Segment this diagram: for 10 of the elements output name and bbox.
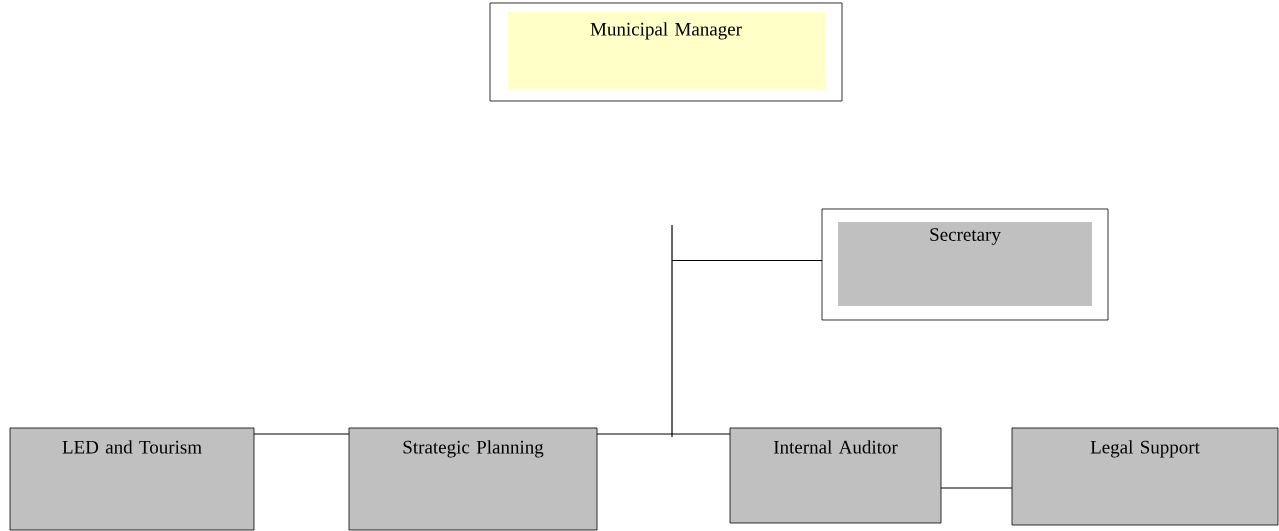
box: Municipal Manager [489, 2, 843, 102]
connector-line [253, 433, 350, 435]
connector-line [940, 487, 1013, 489]
connector-line [596, 433, 731, 435]
box: Legal Support [1011, 427, 1279, 526]
box: Secretary [821, 208, 1109, 321]
box: Strategic Planning [348, 427, 598, 531]
box: Internal Auditor [729, 427, 942, 524]
connector-line [671, 259, 823, 262]
box: LED and Tourism [9, 427, 255, 531]
